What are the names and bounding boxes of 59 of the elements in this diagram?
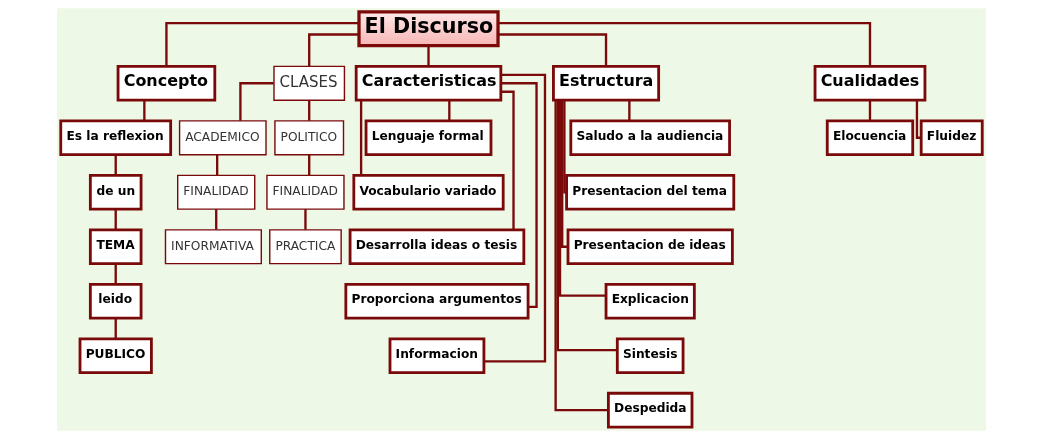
connector [560,100,568,248]
connector [556,100,617,352]
connector [915,100,921,139]
node-box: Elocuencia [825,119,914,157]
connector [114,263,117,285]
connector [114,154,117,176]
node-box: Presentacion del tema [564,173,735,211]
connector [426,45,430,67]
connector [483,73,546,363]
node-box: FINALIDAD [265,174,345,210]
node-box: leido [88,282,142,320]
connector [359,100,362,175]
connector [307,154,310,176]
connector [627,100,631,121]
node-box: Estructura [551,65,660,102]
node-box: Concepto [116,65,216,102]
connector [307,100,310,121]
connector [164,22,359,67]
connector [558,100,606,297]
node-box: Saludo a la audiencia [568,119,731,157]
connector [215,154,218,176]
connector [238,82,274,121]
connector [553,100,608,412]
node-box: ACADEMICO [178,120,267,156]
connector [114,209,117,230]
node-box: PUBLICO [78,337,153,375]
connector [497,33,607,67]
node-box: de un [88,173,142,211]
node-box: Fluidez [919,119,984,157]
node-box: Despedida [606,391,693,429]
node-box: POLITICO [273,120,344,156]
node-box: INFORMATIVA [164,229,262,265]
node-box: Desarrolla ideas o tesis [348,228,525,266]
node-box: Es la reflexion [58,119,172,157]
node-box: Proporciona argumentos [343,282,529,320]
node-box: Cualidades [813,65,926,102]
connector [307,33,359,67]
connector [142,100,146,121]
connector [497,22,871,67]
node-box: El Discurso [356,10,500,48]
connector [868,100,871,121]
node-box: Lenguaje formal [364,119,492,157]
node-box: Vocabulario variado [351,173,505,211]
node-box: TEMA [88,228,142,266]
connector [214,209,217,230]
node-box: CLASES [272,65,345,101]
node-box: Informacion [388,337,485,375]
connector [562,100,567,194]
connector [500,90,515,230]
node-box: PRACTICA [268,229,342,265]
node-box: Presentacion de ideas [566,228,734,266]
connector [500,82,538,309]
node-box: Explicacion [604,282,696,320]
connector [114,318,117,339]
node-box: Sintesis [615,337,684,375]
connector [303,209,307,230]
connector [447,100,450,121]
node-box: Caracteristicas [354,65,502,102]
node-box: FINALIDAD [176,174,255,210]
